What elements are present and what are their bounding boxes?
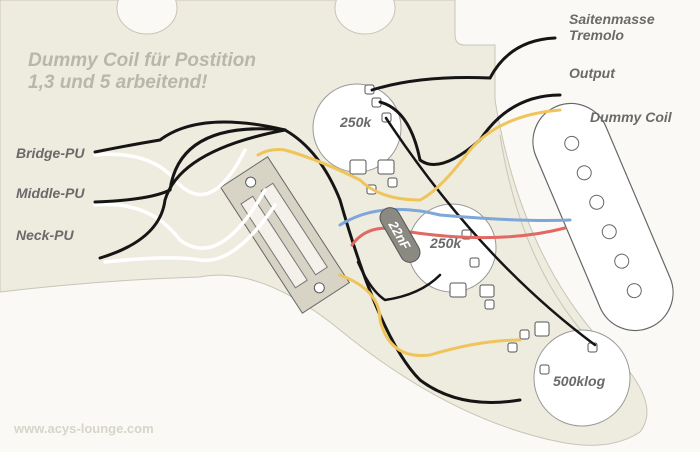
wire-white (103, 203, 277, 264)
pickguard (0, 0, 648, 446)
wire-black (283, 128, 522, 404)
title-line-1: Dummy Coil für Postition (28, 50, 256, 71)
wire-black (356, 260, 442, 302)
dummy-coil-label: Dummy Coil (590, 109, 673, 125)
wire-black (384, 116, 597, 347)
screw-hole-cutout (334, 0, 396, 35)
wires (93, 36, 597, 404)
tone-pot-2-label: 250k (429, 235, 462, 251)
wire-red (350, 226, 567, 247)
wire-black-ground (370, 36, 557, 92)
dummy-coil-pickup (532, 102, 674, 332)
screw-hole-cutout (116, 0, 178, 35)
tone-pot-1-label: 250k (339, 114, 372, 130)
neck-pu-label: Neck-PU (16, 227, 74, 243)
wire-white (93, 188, 267, 250)
output-label: Output (569, 65, 616, 81)
watermark: www.acys-lounge.com (13, 421, 154, 436)
middle-pu-label: Middle-PU (16, 185, 85, 201)
ground-label-line-2: Tremolo (569, 27, 624, 43)
wire-black (93, 127, 287, 204)
volume-pot (533, 329, 631, 427)
pickup-cavity-edge (499, 134, 586, 336)
wire-black (93, 120, 287, 154)
volume-pot-label: 500klog (553, 373, 606, 389)
five-way-switch (219, 156, 351, 314)
wire-yellow-output (256, 108, 562, 202)
wire-blue (338, 207, 572, 227)
title-line-2: 1,3 und 5 arbeitend! (28, 72, 207, 93)
bridge-pu-label: Bridge-PU (16, 145, 85, 161)
wire-black (98, 128, 287, 260)
ground-label-line-1: Saitenmasse (569, 11, 655, 27)
wire-yellow (338, 273, 522, 358)
wire-black-output (378, 93, 562, 166)
